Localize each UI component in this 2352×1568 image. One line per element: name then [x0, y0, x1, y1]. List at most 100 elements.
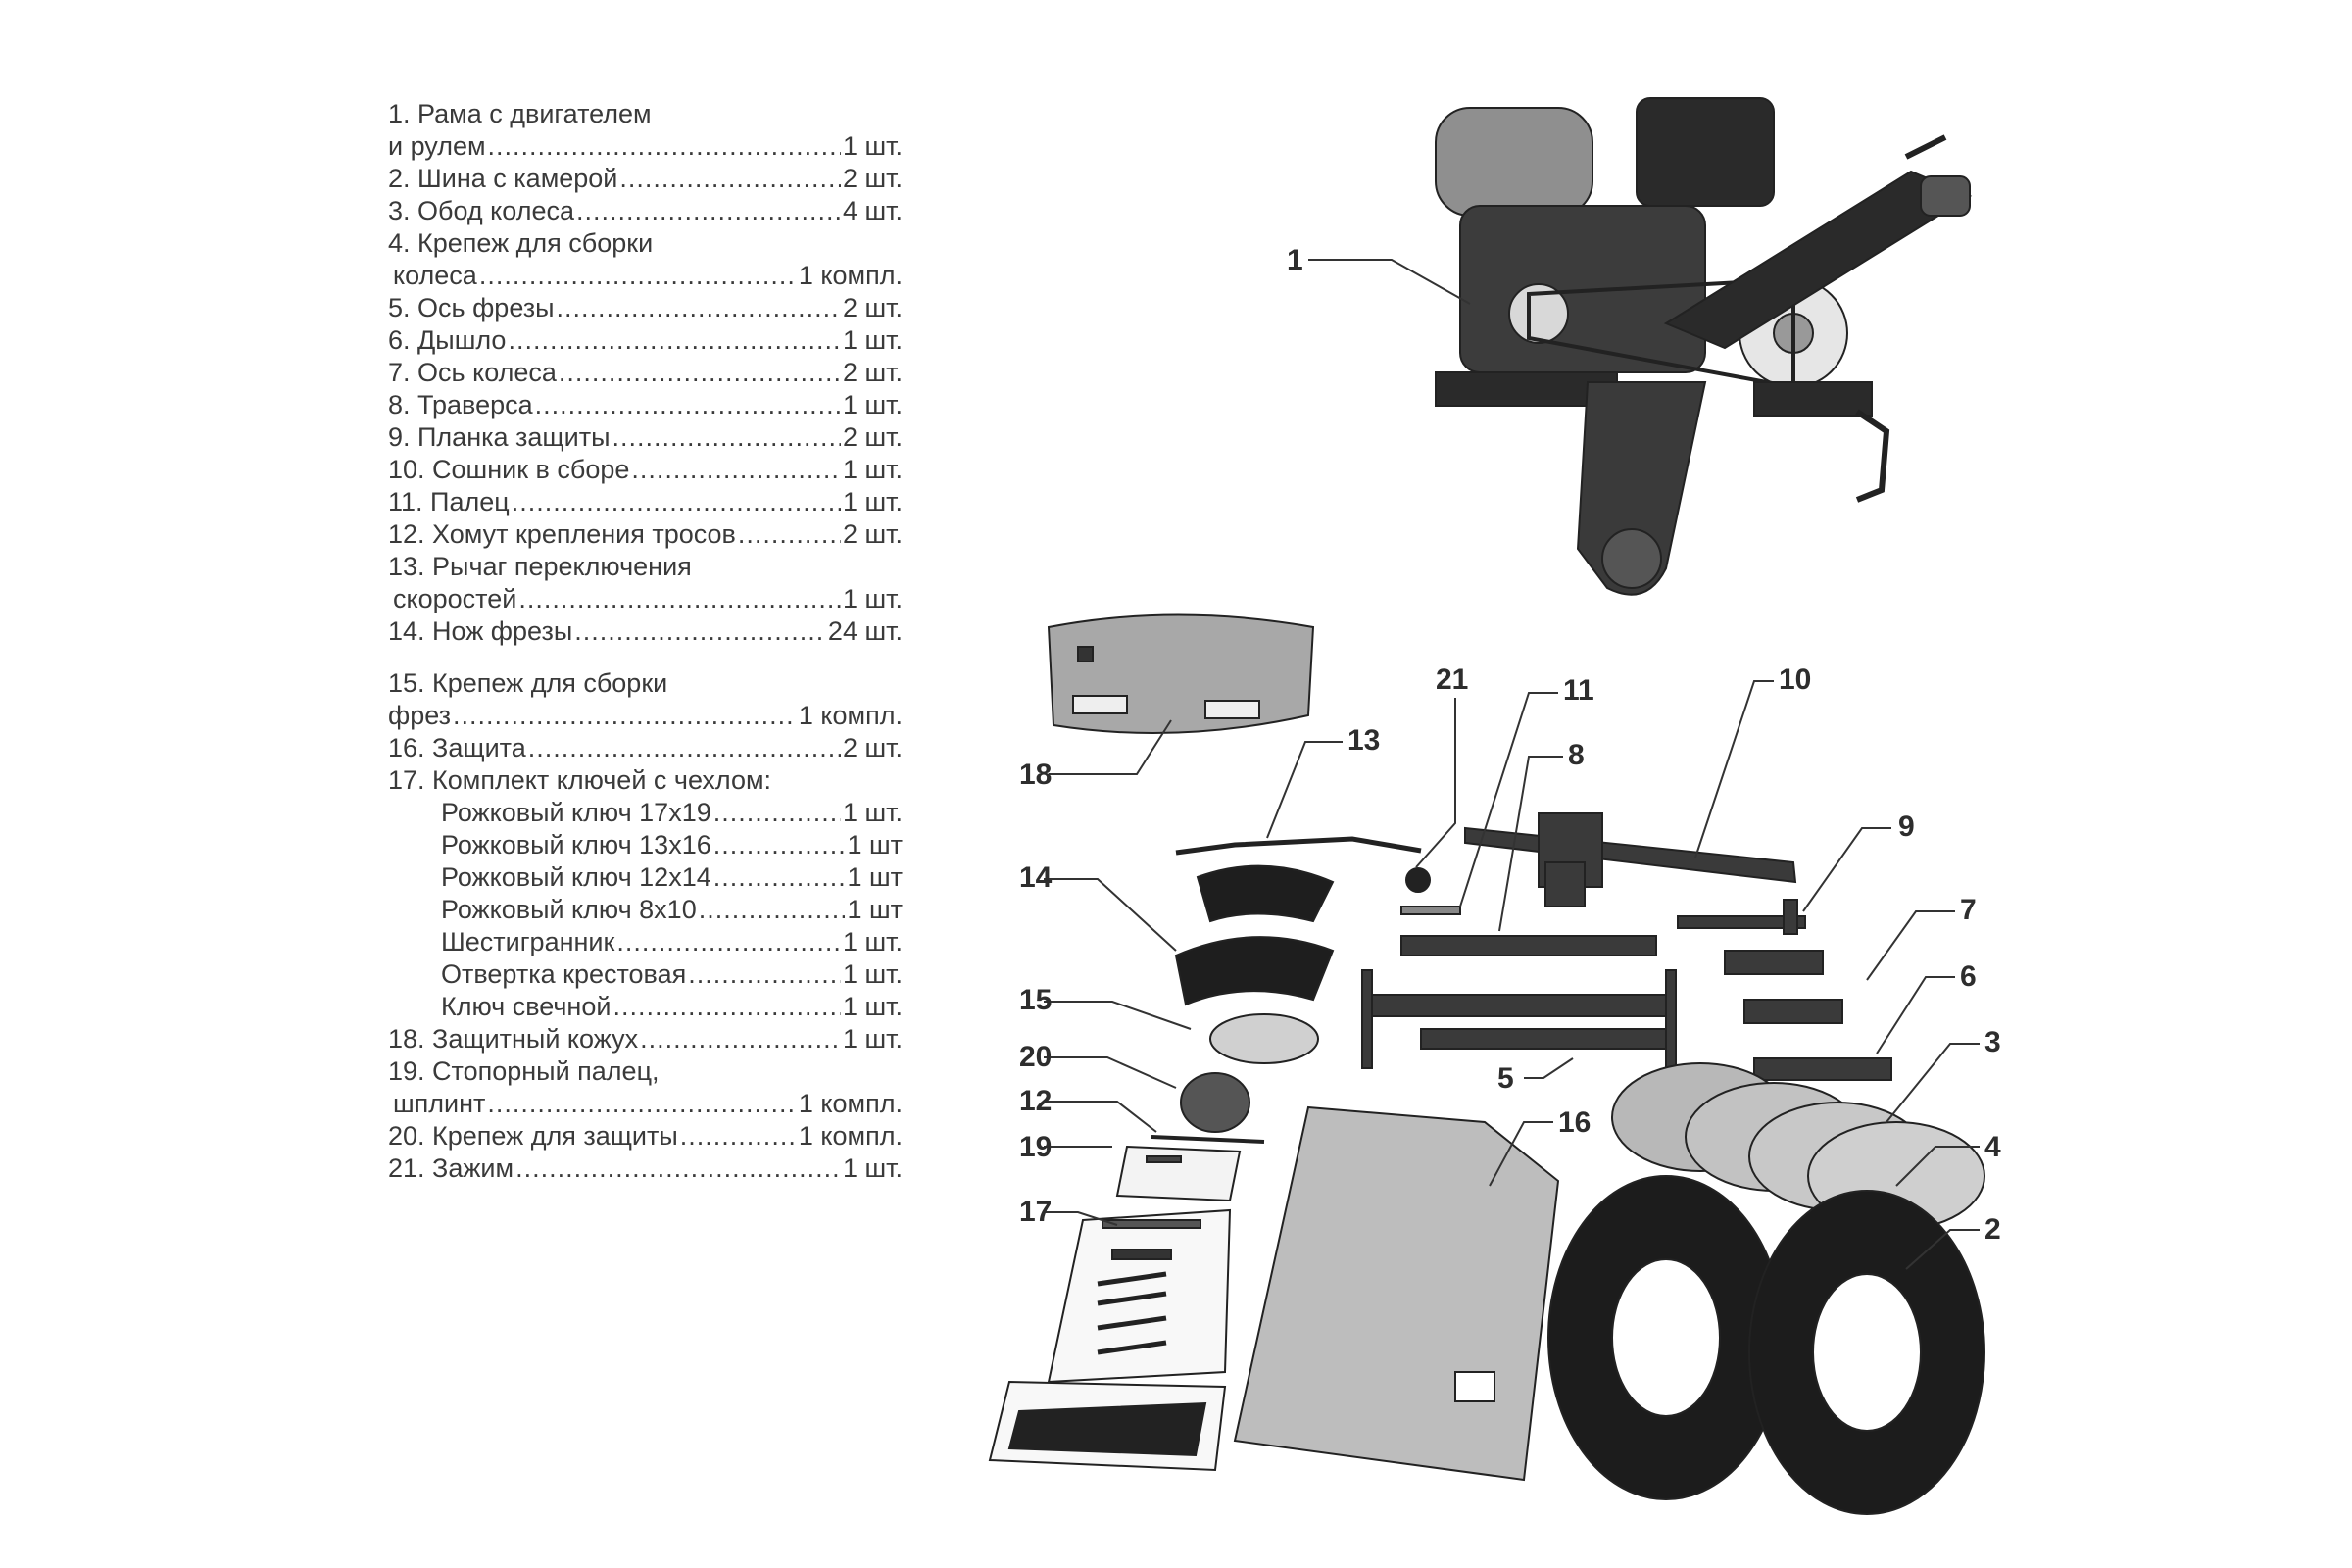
part-name: 10. Сошник в сборе	[388, 455, 630, 484]
callout-14: 14	[1019, 861, 1053, 894]
part-quantity: 1 шт.	[842, 927, 903, 956]
leader-dots: ........................................…	[574, 616, 826, 646]
part-quantity: 1 шт.	[842, 325, 903, 355]
callout-2: 2	[1984, 1213, 2001, 1246]
gearshift-lever	[1175, 836, 1422, 856]
part-name: 11. Палец	[388, 487, 510, 516]
part-quantity: 1 шт.	[842, 487, 903, 516]
leader-dots: ........................................…	[518, 584, 841, 613]
list-item: 6. Дышло................................…	[388, 324, 903, 357]
part-name: 20. Крепеж для защиты	[388, 1121, 678, 1151]
callout-6: 6	[1960, 960, 1977, 993]
list-item: 10. Сошник в сборе......................…	[388, 454, 903, 486]
wrench-set	[988, 1208, 1232, 1472]
list-item: 13. Рычаг переключения	[388, 551, 903, 583]
tiller-knives	[1174, 864, 1335, 1006]
leader-dots: ........................................…	[612, 422, 841, 452]
callout-3: 3	[1984, 1026, 2001, 1058]
cable-clamp	[1151, 1135, 1265, 1144]
part-name: 5. Ось фрезы	[388, 293, 555, 322]
list-item: скоростей...............................…	[388, 583, 903, 615]
leader-dots: ........................................…	[616, 927, 841, 956]
part-name: 14. Нож фрезы	[388, 616, 573, 646]
part-quantity: 2 шт.	[842, 422, 903, 452]
part-quantity: 1 шт.	[842, 1024, 903, 1054]
list-gap	[388, 648, 903, 667]
callout-8: 8	[1568, 739, 1585, 771]
callout-11: 11	[1563, 674, 1594, 707]
part-quantity: 1 шт.	[842, 992, 903, 1021]
callout-10: 10	[1779, 663, 1811, 696]
list-item: Рожковый ключ 17х19.....................…	[388, 797, 903, 829]
part-quantity: 24 шт.	[827, 616, 903, 646]
leader-dots: ........................................…	[612, 992, 841, 1021]
part-name: 16. Защита	[388, 733, 526, 762]
leader-dots: ........................................…	[487, 131, 841, 161]
part-quantity: 2 шт.	[842, 733, 903, 762]
callout-17: 17	[1019, 1196, 1052, 1228]
part-name: 13. Рычаг переключения	[388, 552, 692, 581]
list-item: 5. Ось фрезы............................…	[388, 292, 903, 324]
part-quantity: 1 шт.	[842, 131, 903, 161]
list-item: Рожковый ключ 13х16.....................…	[388, 829, 903, 861]
leader-dots: ........................................…	[631, 455, 841, 484]
callout-leaders	[1044, 259, 1980, 1270]
part-quantity: 2 шт.	[842, 164, 903, 193]
part-name: 4. Крепеж для сборки	[388, 228, 654, 258]
part-quantity: 1 шт	[847, 862, 903, 892]
callout-7: 7	[1960, 894, 1977, 926]
protection-fasteners	[1180, 1072, 1250, 1133]
list-item: 21. Зажим...............................…	[388, 1152, 903, 1185]
protection-plate	[1233, 1105, 1560, 1482]
leader-dots: ........................................…	[640, 1024, 841, 1054]
leader-dots: ........................................…	[698, 895, 846, 924]
part-quantity: 1 шт.	[842, 1153, 903, 1183]
list-item: 14. Нож фрезы...........................…	[388, 615, 903, 648]
list-item: 20. Крепеж для защиты...................…	[388, 1120, 903, 1152]
callout-21: 21	[1436, 663, 1468, 696]
part-name: Рожковый ключ 8х10	[441, 895, 697, 924]
part-quantity: 2 шт.	[842, 519, 903, 549]
part-quantity: 1 компл.	[798, 1121, 903, 1151]
list-item: 9. Планка защиты........................…	[388, 421, 903, 454]
list-item: 16. Защита..............................…	[388, 732, 903, 764]
leader-dots: ........................................…	[679, 1121, 797, 1151]
list-item: колеса..................................…	[388, 260, 903, 292]
wheel-rims	[1611, 1062, 1985, 1231]
part-name: 6. Дышло	[388, 325, 507, 355]
leader-dots: ........................................…	[737, 519, 841, 549]
part-quantity: 1 шт.	[842, 798, 903, 827]
part-name: 18. Защитный кожух	[388, 1024, 639, 1054]
part-name: 3. Обод колеса	[388, 196, 574, 225]
exploded-parts-illustration: 1 18 13 14 15 20 12 19 17 21 11 8 10 9 7…	[988, 97, 2001, 1515]
callout-4: 4	[1984, 1131, 2001, 1163]
part-name: скоростей	[393, 584, 517, 613]
leader-dots: ........................................…	[534, 390, 841, 419]
leader-dots: ........................................…	[619, 164, 841, 193]
list-item: 8. Траверса.............................…	[388, 389, 903, 421]
part-name: и рулем	[388, 131, 486, 161]
part-name: Рожковый ключ 13х16	[441, 830, 711, 859]
protective-cover	[1047, 613, 1315, 734]
part-name: Шестигранник	[441, 927, 615, 956]
list-item: 17. Комплект ключей с чехлом:	[388, 764, 903, 797]
part-name: Рожковый ключ 12х14	[441, 862, 711, 892]
part-name: Отвертка крестовая	[441, 959, 687, 989]
callout-16: 16	[1558, 1106, 1591, 1139]
list-item: 12. Хомут крепления тросов..............…	[388, 518, 903, 551]
tiller-axles	[1361, 935, 1677, 1069]
callout-13: 13	[1348, 724, 1380, 757]
leader-dots: ........................................…	[527, 733, 841, 762]
part-name: 21. Зажим	[388, 1153, 514, 1183]
tires	[1547, 1175, 1985, 1515]
leader-dots: ........................................…	[712, 798, 841, 827]
callout-9: 9	[1898, 810, 1915, 843]
part-quantity: 1 компл.	[798, 701, 903, 730]
leader-dots: ........................................…	[487, 1089, 797, 1118]
part-quantity: 2 шт.	[842, 358, 903, 387]
leader-dots: ........................................…	[478, 261, 797, 290]
frame-with-engine	[1435, 97, 1973, 596]
callout-5: 5	[1497, 1062, 1514, 1095]
part-name: фрез	[388, 701, 452, 730]
part-quantity: 1 компл.	[798, 261, 903, 290]
